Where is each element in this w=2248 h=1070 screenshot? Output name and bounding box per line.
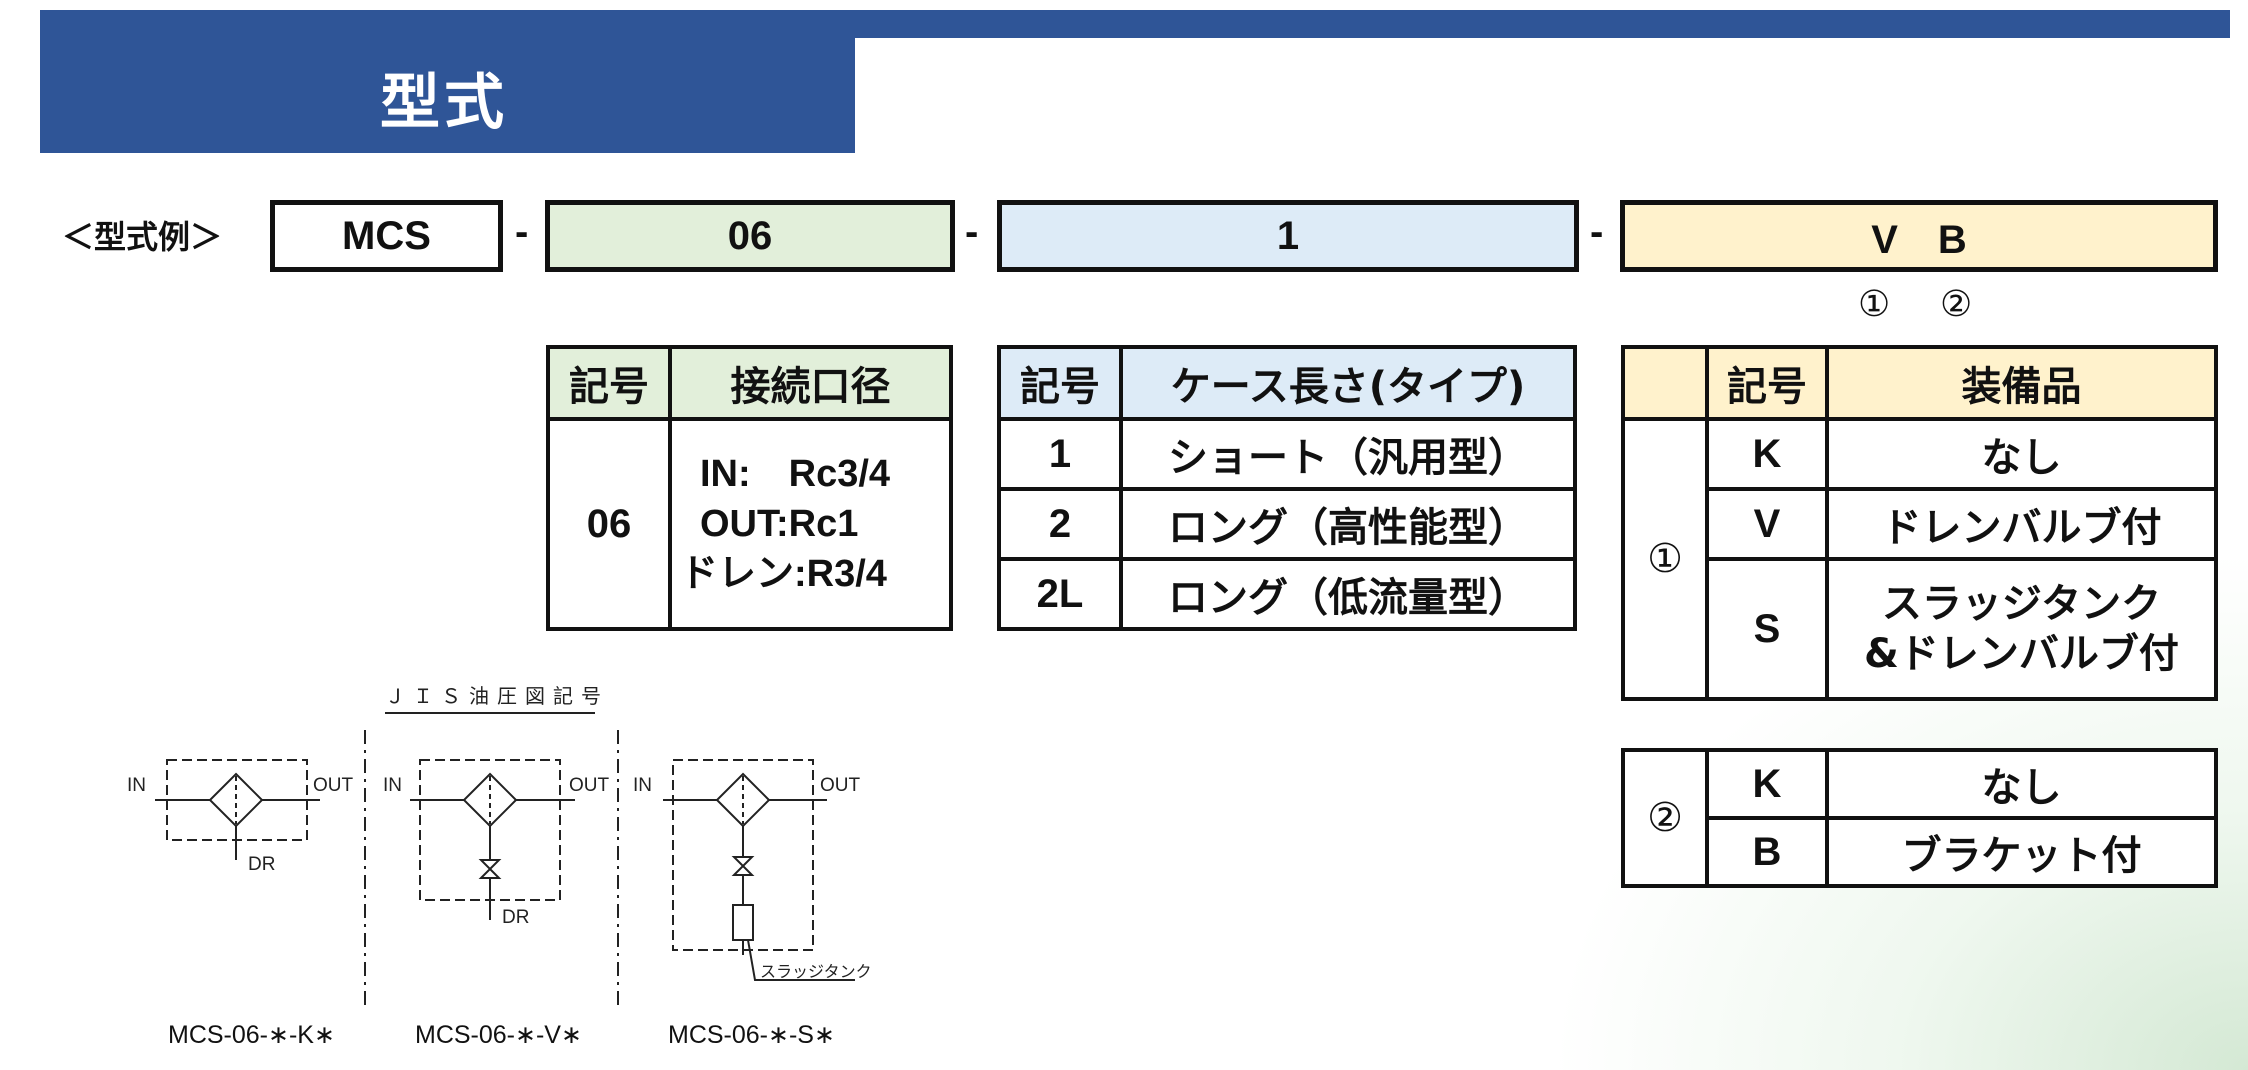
case-code: 2L — [997, 557, 1123, 631]
separator: - — [1590, 210, 1604, 254]
table-header: 記号 — [546, 345, 672, 421]
bracket-code: B — [1705, 816, 1829, 888]
filter-symbol-s: IN OUT スラッジタンク — [633, 759, 872, 981]
filter-diamond — [208, 772, 264, 828]
equip-desc-line: &ドレンバルブ付 — [1864, 631, 2179, 677]
case-desc: ショート（汎用型） — [1119, 417, 1577, 491]
separator: - — [515, 210, 529, 254]
table-header-blank — [1621, 345, 1709, 421]
in-label: IN — [127, 775, 146, 796]
page-title: 型式 — [380, 68, 508, 138]
sludge-tank — [732, 904, 754, 941]
dr-label: DR — [248, 854, 275, 875]
symbol-caption: MCS-06-∗-K∗ — [168, 1021, 335, 1049]
equip-desc: ドレンバルブ付 — [1825, 487, 2218, 561]
bracket-code: K — [1705, 748, 1829, 820]
out-label: OUT — [820, 775, 861, 796]
equip-desc: スラッジタンク &ドレンバルブ付 — [1825, 557, 2218, 701]
filter-diamond — [715, 772, 771, 828]
in-label: IN — [633, 775, 652, 796]
equipment-table: 記号 装備品 ① K なし V ドレンバルブ付 S スラッジタンク &ドレンバル… — [1621, 345, 2218, 701]
filter-diamond — [462, 772, 518, 828]
marker-1: ① — [1858, 284, 1891, 325]
symbol-caption: MCS-06-∗-S∗ — [668, 1021, 835, 1049]
port-drain: ドレン:R3/4 — [680, 553, 887, 595]
bracket-desc: ブラケット付 — [1825, 816, 2218, 888]
case-code: 1 — [997, 417, 1123, 491]
drain-valve — [731, 856, 755, 876]
model-part-options: V B — [1620, 200, 2218, 272]
port-spec: IN: Rc3/4 OUT:Rc1 ドレン:R3/4 — [668, 417, 953, 631]
marker-2: ② — [1940, 284, 1973, 325]
table-header: 接続口径 — [668, 345, 953, 421]
table-header: 記号 — [1705, 345, 1829, 421]
case-desc: ロング（高性能型） — [1119, 487, 1577, 561]
table-header: ケース長さ(タイプ) — [1119, 345, 1577, 421]
table-header: 装備品 — [1825, 345, 2218, 421]
case-code: 2 — [997, 487, 1123, 561]
symbols-heading: ＪＩＳ油圧図記号 — [385, 685, 609, 708]
model-part-series: MCS — [270, 200, 503, 272]
sludge-label: スラッジタンク — [760, 963, 872, 981]
port-size-table: 記号 接続口径 06 IN: Rc3/4 OUT:Rc1 ドレン:R3/4 — [546, 345, 953, 631]
equip-code: V — [1705, 487, 1829, 561]
symbol-caption: MCS-06-∗-V∗ — [415, 1021, 582, 1049]
filter-symbol-v: IN OUT DR — [383, 759, 610, 928]
port-code: 06 — [546, 417, 672, 631]
in-label: IN — [383, 775, 402, 796]
table-header: 記号 — [997, 345, 1123, 421]
dr-label: DR — [502, 907, 529, 928]
equip-desc: なし — [1825, 417, 2218, 491]
port-in: IN: Rc3/4 — [700, 453, 891, 495]
bracket-table: ② K なし B ブラケット付 — [1621, 748, 2218, 888]
equip-code: K — [1705, 417, 1829, 491]
out-label: OUT — [569, 775, 610, 796]
filter-symbol-k: IN OUT DR — [127, 759, 354, 875]
case-desc: ロング（低流量型） — [1119, 557, 1577, 631]
out-label: OUT — [313, 775, 354, 796]
group-marker: ② — [1621, 748, 1709, 888]
jis-hydraulic-symbols: ＪＩＳ油圧図記号 IN OUT DR IN OUT DR IN OUT — [127, 685, 872, 1010]
model-example-label: ＜型式例＞ — [62, 218, 223, 256]
model-part-case: 1 — [997, 200, 1579, 272]
bracket-desc: なし — [1825, 748, 2218, 820]
equip-code: S — [1705, 557, 1829, 701]
group-marker: ① — [1621, 417, 1709, 701]
equip-desc-line: スラッジタンク — [1881, 581, 2162, 627]
title-banner: 型式 — [40, 10, 855, 153]
port-out: OUT:Rc1 — [700, 503, 859, 545]
model-part-port: 06 — [545, 200, 955, 272]
separator: - — [965, 210, 979, 254]
case-length-table: 記号 ケース長さ(タイプ) 1 ショート（汎用型） 2 ロング（高性能型） 2L… — [997, 345, 1577, 631]
drain-valve — [478, 859, 502, 879]
sludge-leader — [747, 939, 855, 981]
